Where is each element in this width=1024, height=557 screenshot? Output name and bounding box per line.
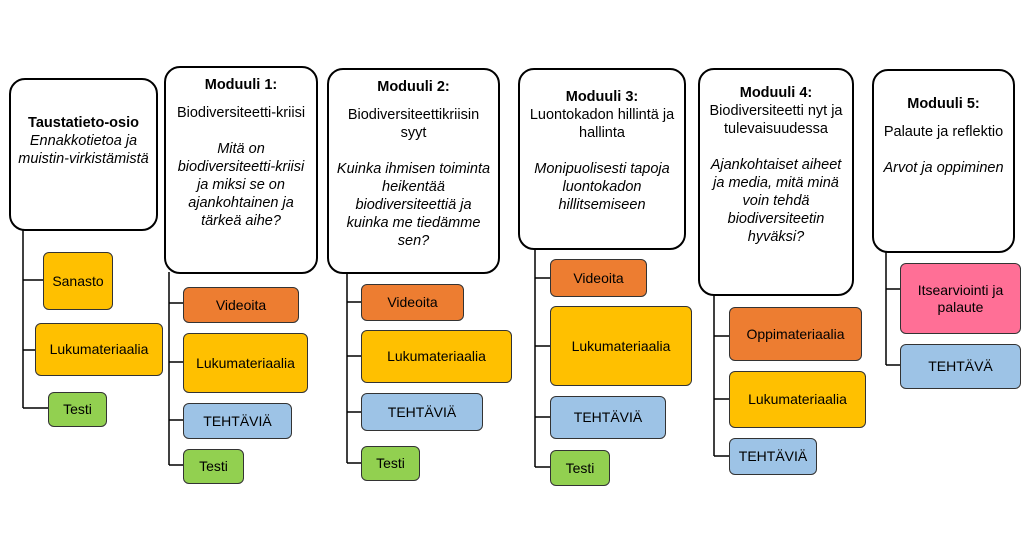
- module-3-title: Moduuli 3:: [565, 89, 639, 105]
- module-5-item-self-assessment: Itsearviointi ja palaute: [900, 263, 1021, 334]
- module-2-subtitle: Biodiversiteettikriisin syyt: [347, 107, 480, 141]
- module-4-title: Moduuli 4:: [739, 85, 813, 101]
- module-3-question: Monipuolisesti tapoja luontokadon hillit…: [534, 161, 670, 213]
- module-3-item-reading: Lukumateriaalia: [550, 306, 692, 386]
- module-3-item-videos: Videoita: [550, 259, 647, 297]
- module-5-item-assignment: TEHTÄVÄ: [900, 344, 1021, 389]
- module-4-question: Ajankohtaiset aiheet ja media, mitä minä…: [710, 157, 842, 245]
- module-1-item-assignments: TEHTÄVIÄ: [183, 403, 292, 439]
- background-item-reading: Lukumateriaalia: [35, 323, 163, 376]
- module-2-item-reading: Lukumateriaalia: [361, 330, 512, 383]
- module-1-item-videos: Videoita: [183, 287, 299, 323]
- module-5-subtitle: Palaute ja reflektio: [883, 124, 1004, 140]
- module-4-item-reading: Lukumateriaalia: [729, 371, 866, 428]
- module-2-question: Kuinka ihmisen toiminta heikentää biodiv…: [336, 161, 491, 249]
- module-2-header: Moduuli 2: Biodiversiteettikriisin syyt …: [327, 68, 500, 274]
- background-item-vocabulary: Sanasto: [43, 252, 113, 310]
- module-5-title: Moduuli 5:: [907, 96, 980, 112]
- module-3-item-assignments: TEHTÄVIÄ: [550, 396, 666, 439]
- module-2-title: Moduuli 2:: [377, 79, 450, 95]
- module-4-item-study-material: Oppimateriaalia: [729, 307, 862, 361]
- module-1-item-test: Testi: [183, 449, 244, 484]
- module-4-subtitle: Biodiversiteetti nyt ja tulevaisuudessa: [709, 103, 843, 137]
- background-subtitle: Ennakkotietoa ja muistin-virkistämistä: [18, 133, 149, 167]
- background-section-header: Taustatieto-osio Ennakkotietoa ja muisti…: [9, 78, 158, 231]
- module-2-item-test: Testi: [361, 446, 420, 481]
- module-3-item-test: Testi: [550, 450, 610, 486]
- background-title: Taustatieto-osio: [28, 115, 139, 131]
- module-1-question: Mitä on biodiversiteetti-kriisi ja miksi…: [177, 141, 305, 229]
- module-3-subtitle: Luontokadon hillintä ja hallinta: [529, 107, 675, 141]
- module-1-header: Moduuli 1: Biodiversiteetti-kriisi Mitä …: [164, 66, 318, 274]
- module-4-header: Moduuli 4: Biodiversiteetti nyt ja tulev…: [698, 68, 854, 296]
- module-3-header: Moduuli 3: Luontokadon hillintä ja halli…: [518, 68, 686, 250]
- module-4-item-assignments: TEHTÄVIÄ: [729, 438, 817, 475]
- module-1-item-reading: Lukumateriaalia: [183, 333, 308, 393]
- module-1-title: Moduuli 1:: [204, 77, 278, 93]
- background-item-test: Testi: [48, 392, 107, 427]
- module-2-item-assignments: TEHTÄVIÄ: [361, 393, 483, 431]
- module-5-question: Arvot ja oppiminen: [883, 160, 1004, 176]
- module-2-item-videos: Videoita: [361, 284, 464, 321]
- module-1-subtitle: Biodiversiteetti-kriisi: [176, 105, 306, 121]
- module-5-header: Moduuli 5: Palaute ja reflektio Arvot ja…: [872, 69, 1015, 253]
